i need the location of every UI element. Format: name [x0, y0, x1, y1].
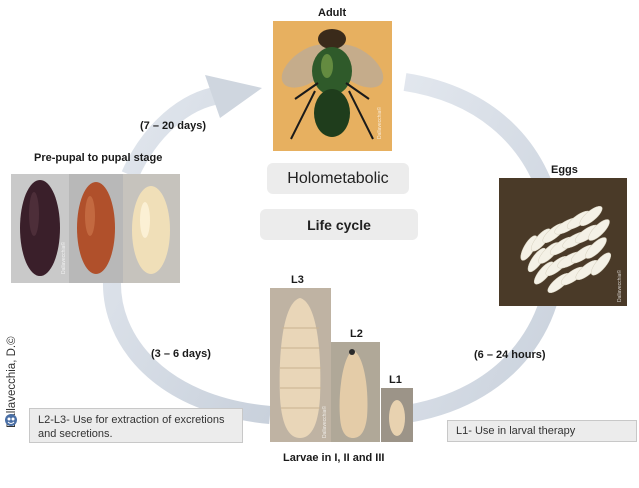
l1-note-text: L1- Use in larval therapy: [456, 425, 576, 437]
duration-larva-to-pupa: (3 – 6 days): [151, 348, 211, 360]
l3-watermark: Dallavecchia©: [322, 405, 328, 438]
duration-egg-to-larva: (6 – 24 hours): [474, 349, 546, 361]
eggs-watermark: Dallavecchia©: [617, 269, 623, 302]
life-cycle-box: Life cycle: [260, 209, 418, 240]
l1-note: L1- Use in larval therapy: [447, 420, 637, 442]
l2-l3-note-text: L2-L3- Use for extraction of excretions …: [38, 414, 225, 440]
prepupal-label: Pre-pupal to pupal stage: [34, 152, 163, 164]
holometabolic-box: Holometabolic: [267, 163, 409, 194]
l1-larva-image: [381, 388, 413, 442]
holometabolic-text: Holometabolic: [287, 169, 389, 187]
life-cycle-text: Life cycle: [307, 216, 371, 233]
pupa-dark-watermark: Dallavecchia©: [61, 241, 67, 274]
l3-larva-image: Dallavecchia©: [270, 288, 331, 442]
pupa-pale-image: [123, 174, 180, 283]
pupa-red-image: [69, 174, 123, 283]
l2-larva-image: [331, 342, 380, 442]
larvae-label: Larvae in I, II and III: [283, 452, 385, 464]
eggs-label: Eggs: [551, 164, 578, 176]
l2-l3-note: L2-L3- Use for extraction of excretions …: [29, 408, 243, 443]
pupa-dark-image: Dallavecchia©: [11, 174, 69, 283]
eggs-image: Dallavecchia©: [499, 178, 627, 306]
l3-label: L3: [291, 274, 304, 286]
l2-label: L2: [350, 328, 363, 340]
adult-fly-image: Dallavecchia©: [273, 21, 392, 151]
credit-logo-icon: [4, 413, 18, 427]
adult-label: Adult: [318, 7, 347, 19]
adult-watermark: Dallavecchia©: [377, 106, 383, 139]
l1-label: L1: [389, 374, 402, 386]
duration-pupa-to-adult: (7 – 20 days): [140, 120, 207, 132]
